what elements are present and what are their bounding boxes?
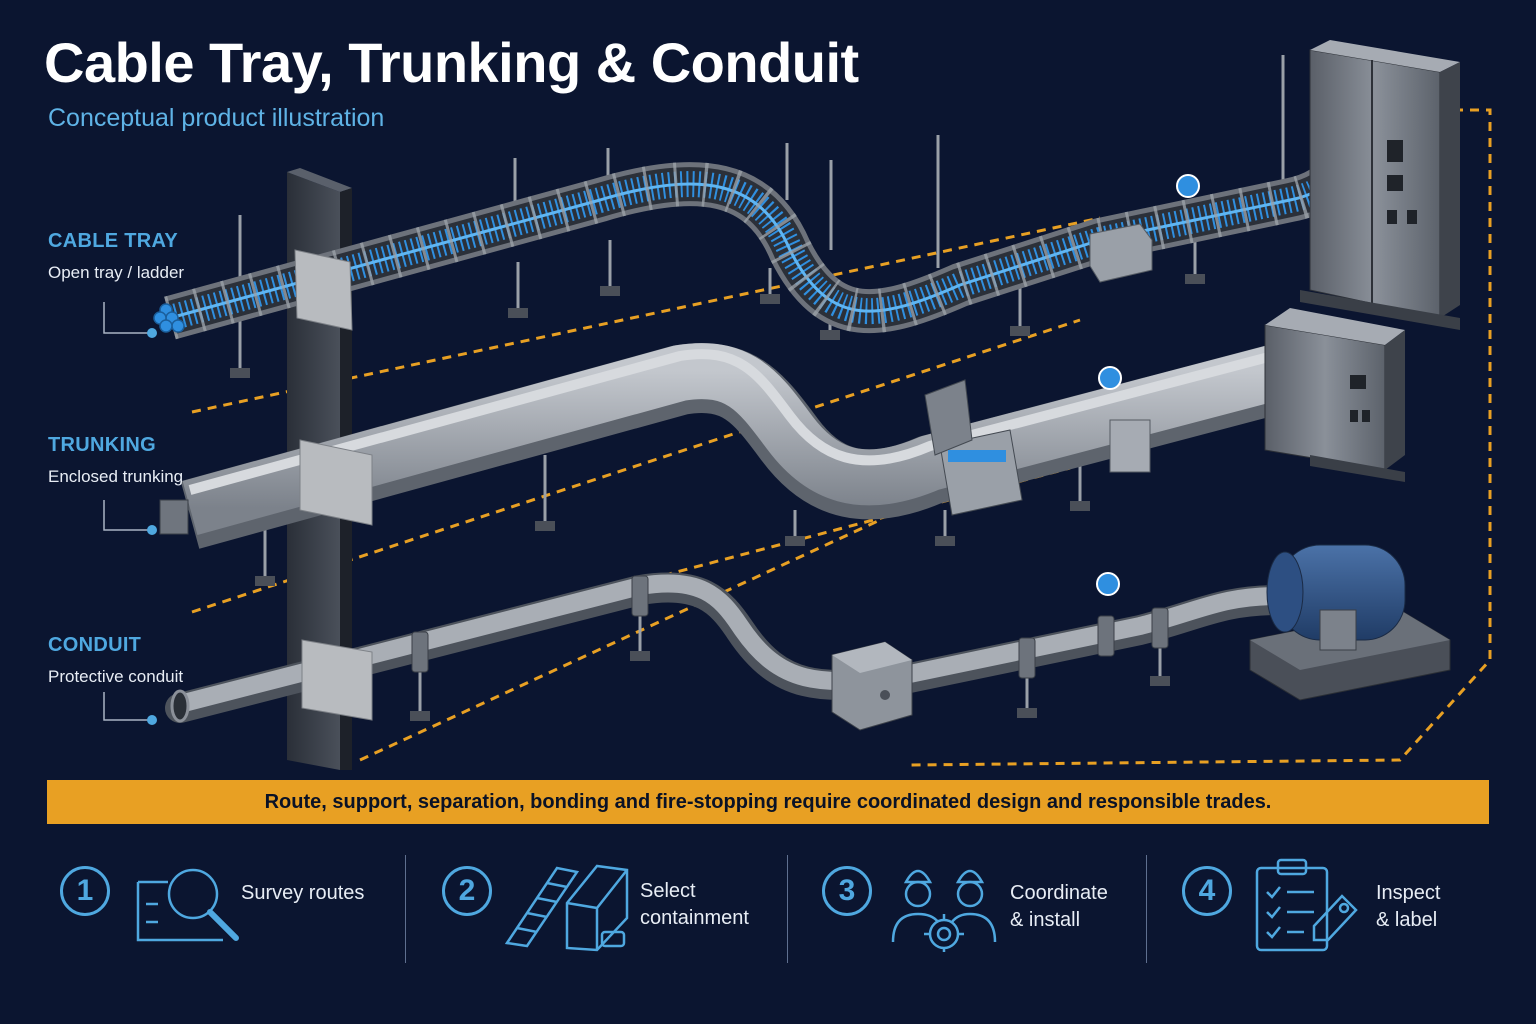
label-leaders bbox=[103, 302, 148, 721]
electric-motor bbox=[1249, 544, 1451, 701]
coordination-notice-banner: Route, support, separation, bonding and … bbox=[47, 780, 1489, 824]
cable-tray-run bbox=[153, 40, 1460, 340]
step-label: Coordinate & install bbox=[1010, 882, 1108, 931]
step-divider bbox=[1146, 855, 1147, 963]
step-label: Survey routes bbox=[241, 882, 365, 904]
step-divider bbox=[787, 855, 788, 963]
step-inspect-label: 4 Inspect & label bbox=[1180, 852, 1500, 968]
workers-gear-icon bbox=[891, 869, 997, 952]
clipboard-tag-icon bbox=[1255, 858, 1358, 952]
system-description: Protective conduit bbox=[48, 667, 184, 686]
step-number: 2 bbox=[442, 866, 492, 916]
step-divider bbox=[405, 855, 406, 963]
system-name: CONDUIT bbox=[48, 634, 142, 656]
support-feet bbox=[230, 274, 1205, 721]
step-survey-routes: 1 Survey routes bbox=[58, 852, 388, 968]
conduit-label: CONDUIT Protective conduit bbox=[48, 634, 183, 687]
step-number: 4 bbox=[1182, 866, 1232, 916]
cable-tray-label: CABLE TRAY Open tray / ladder bbox=[48, 230, 184, 283]
page-subtitle: Conceptual product illustration bbox=[48, 104, 385, 132]
step-select-containment: 2 Select containment bbox=[440, 852, 770, 968]
step-label: Inspect & label bbox=[1376, 882, 1441, 931]
control-panel bbox=[1264, 308, 1405, 482]
step-number: 1 bbox=[60, 866, 110, 916]
page-title: Cable Tray, Trunking & Conduit bbox=[44, 31, 859, 94]
system-description: Enclosed trunking bbox=[48, 467, 184, 486]
tray-and-trunking-icon bbox=[504, 864, 629, 952]
system-name: TRUNKING bbox=[48, 434, 156, 456]
location-markers bbox=[1096, 174, 1200, 596]
support-rods bbox=[238, 55, 1285, 715]
leader-dot bbox=[147, 328, 157, 338]
trunking-run bbox=[159, 308, 1405, 549]
step-coordinate-install: 3 Coordinate & install bbox=[820, 852, 1140, 968]
conduit-run bbox=[165, 544, 1451, 731]
step-label: Select containment bbox=[640, 880, 749, 929]
trunking-label: TRUNKING Enclosed trunking bbox=[48, 434, 183, 487]
system-name: CABLE TRAY bbox=[48, 230, 179, 252]
leader-dot bbox=[147, 715, 157, 725]
trunking-access-box bbox=[924, 379, 1023, 516]
step-number: 3 bbox=[822, 866, 872, 916]
leader-dot bbox=[147, 525, 157, 535]
switchgear-cabinet bbox=[1300, 40, 1460, 330]
conduit-junction-box bbox=[831, 641, 913, 731]
survey-magnifier-icon bbox=[136, 868, 239, 942]
system-description: Open tray / ladder bbox=[48, 263, 185, 282]
